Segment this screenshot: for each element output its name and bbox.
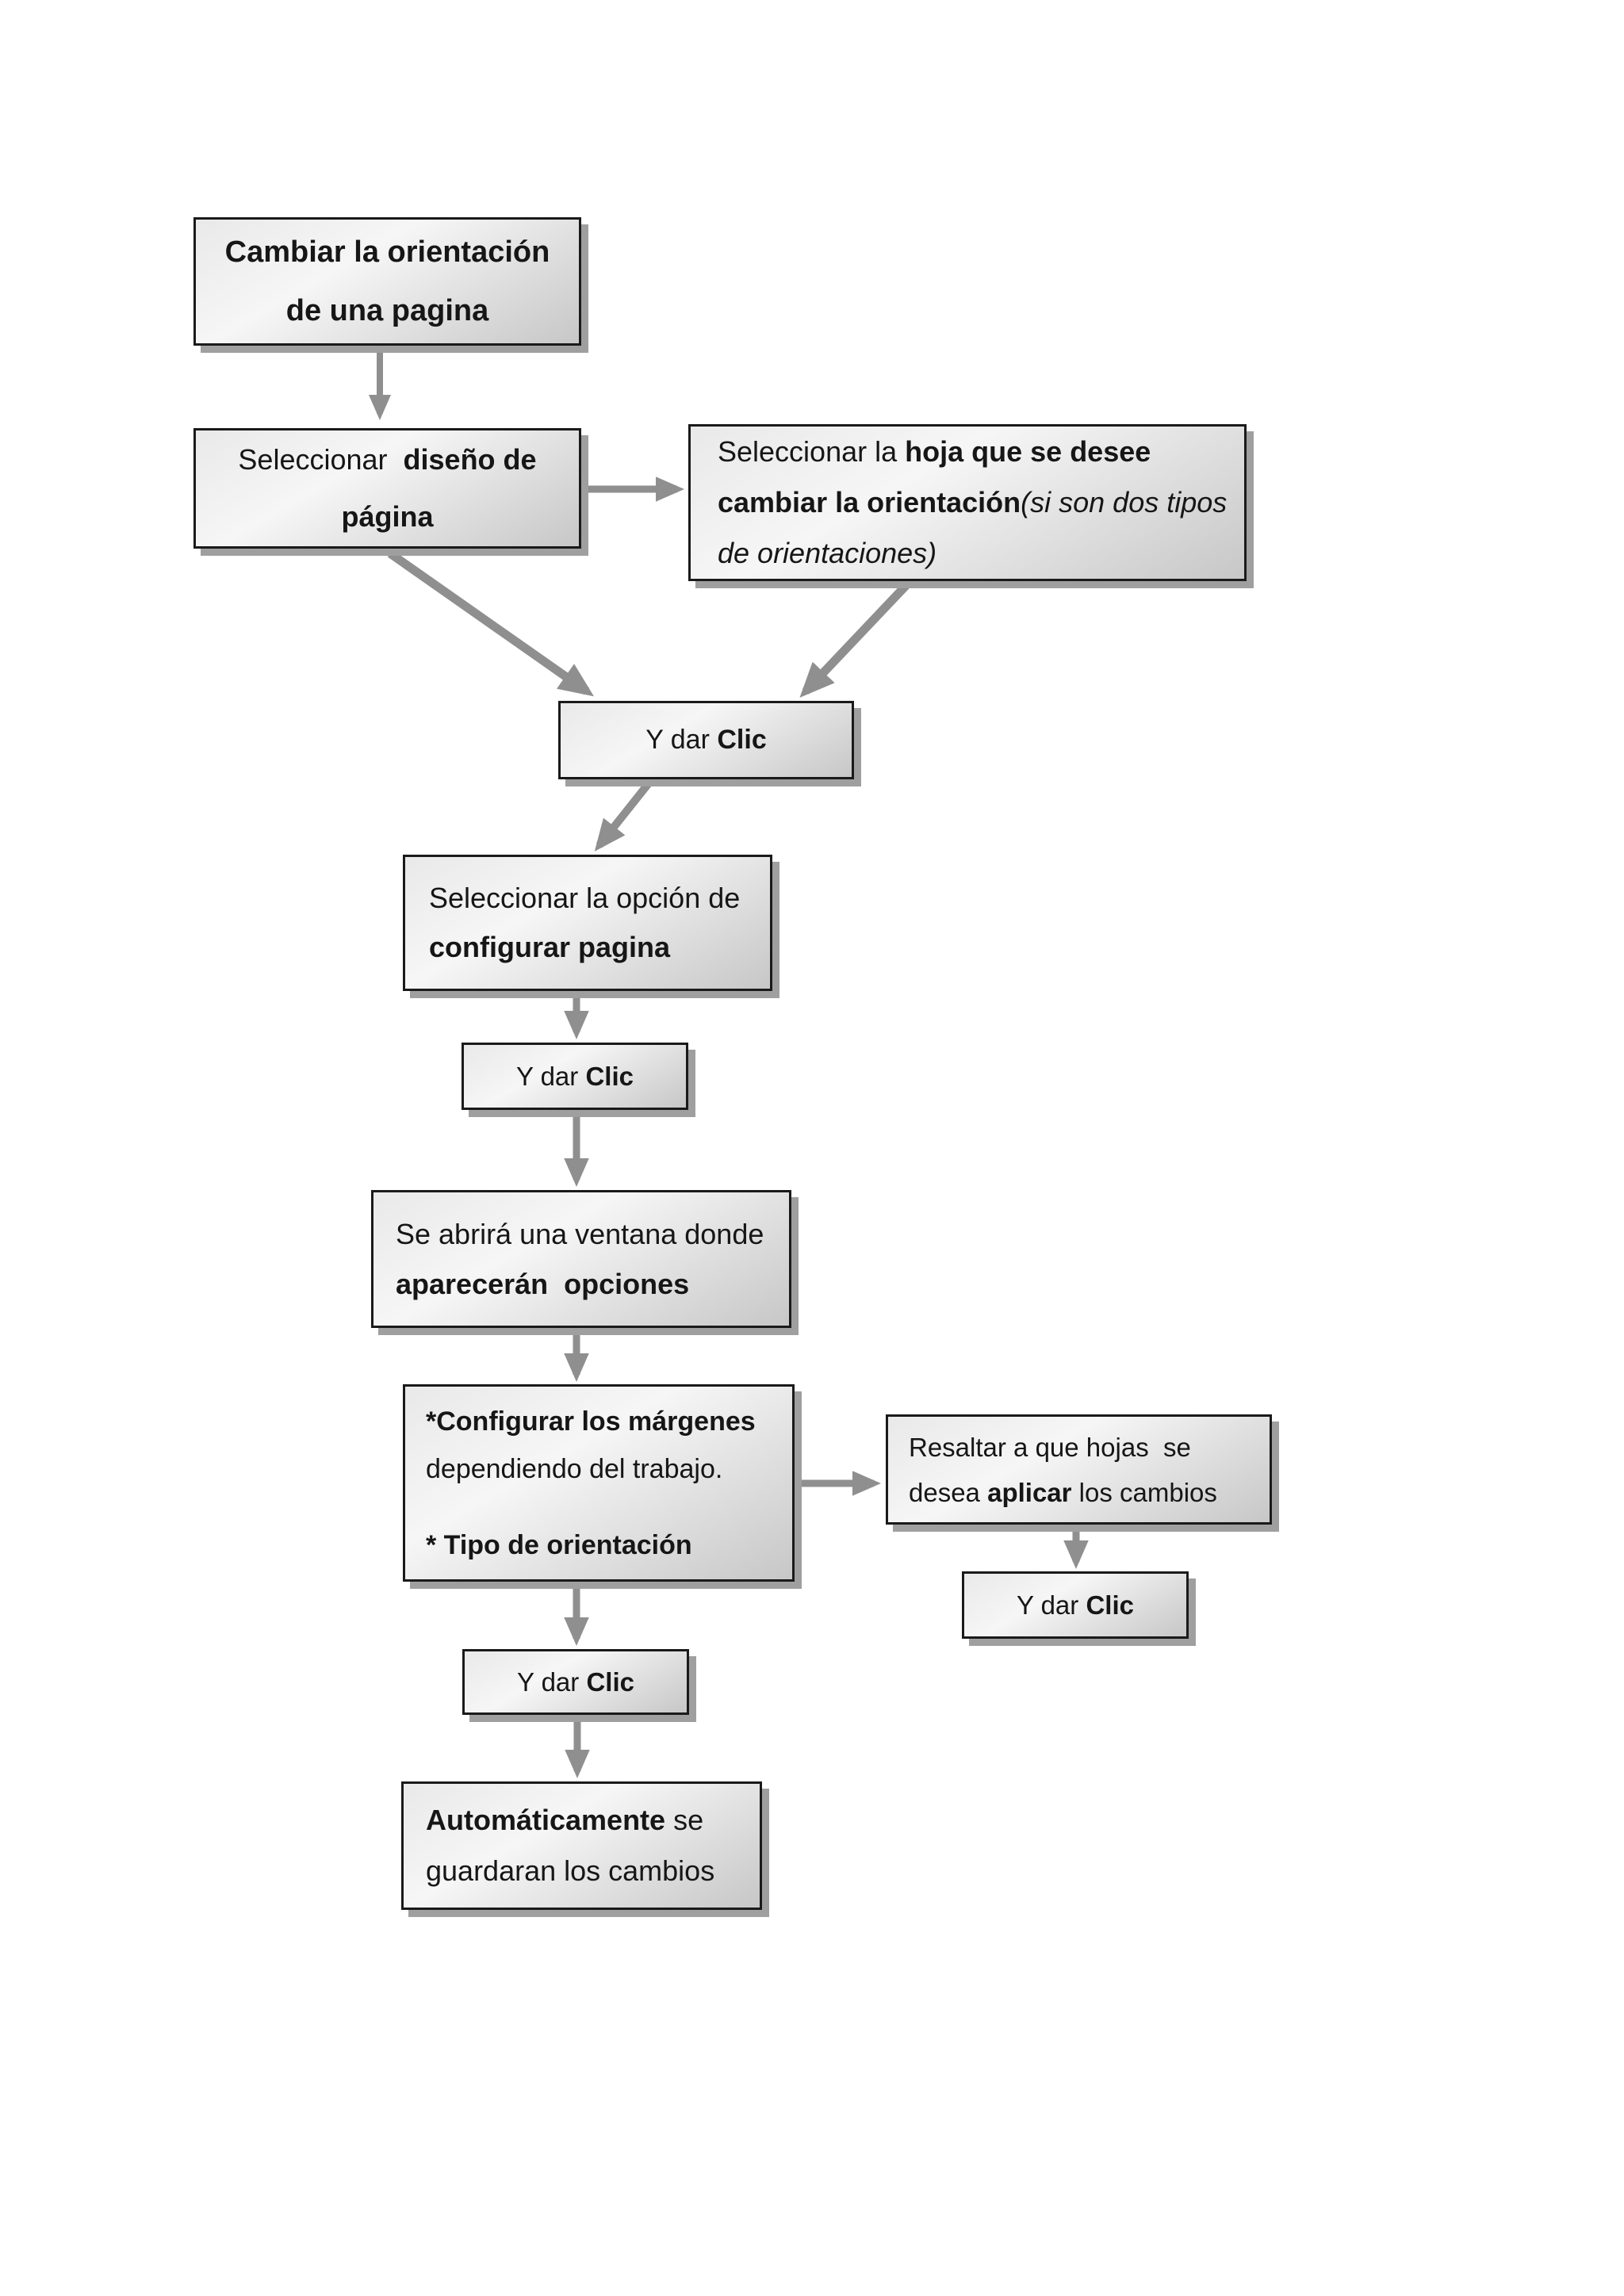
- node-resaltar-hojas: Resaltar a que hojas se desea aplicar lo…: [886, 1414, 1272, 1525]
- text-segment: Clic: [1086, 1590, 1134, 1620]
- node-line: * Tipo de orientación: [426, 1521, 778, 1569]
- arrow-select-sheet-to-click1: [799, 582, 910, 698]
- node-cambiar-orientacion: Cambiar la orientación de una pagina: [193, 217, 581, 346]
- node-line: Cambiar la orientación: [196, 223, 579, 281]
- node-automaticamente-guardar: Automáticamente se guardaran los cambios: [401, 1781, 762, 1910]
- text-segment: se: [665, 1804, 704, 1836]
- text-segment: * Tipo de orientación: [426, 1529, 692, 1560]
- node-line: Y dar Clic: [561, 715, 852, 765]
- node-line: de una pagina: [196, 281, 579, 340]
- text-segment: Y dar: [645, 725, 718, 755]
- node-y-dar-clic-3: Y dar Clic: [962, 1571, 1189, 1639]
- text-segment: Se abrirá una ventana donde: [396, 1218, 764, 1250]
- text-segment: hoja que se desee: [905, 435, 1151, 468]
- text-segment: *Configurar los márgenes: [426, 1406, 756, 1437]
- text-segment: cambiar la orientación: [718, 486, 1021, 519]
- node-line: página: [196, 488, 579, 545]
- text-segment: configurar pagina: [429, 931, 671, 963]
- node-line: Seleccionar la opción de: [429, 874, 754, 923]
- node-line: Seleccionar diseño de: [196, 431, 579, 488]
- text-segment: diseño de: [403, 443, 537, 476]
- text-segment: aplicar: [987, 1477, 1072, 1507]
- text-segment: Y dar: [516, 1062, 586, 1091]
- text-segment: (si son dos tipos: [1021, 486, 1228, 519]
- node-line: Y dar Clic: [464, 1051, 686, 1101]
- text-segment: Resaltar a que hojas se: [909, 1432, 1191, 1462]
- node-seleccionar-diseno: Seleccionar diseño de página: [193, 428, 581, 549]
- node-line: configurar pagina: [429, 923, 754, 972]
- text-segment: Y dar: [517, 1667, 587, 1697]
- text-segment: Cambiar la orientación: [224, 235, 550, 269]
- text-segment: Automáticamente: [426, 1804, 666, 1836]
- node-configurar-margenes: *Configurar los márgenes dependiendo del…: [403, 1384, 795, 1582]
- text-segment: de orientaciones): [718, 537, 937, 569]
- node-y-dar-clic-2: Y dar Clic: [462, 1043, 688, 1110]
- text-segment: Seleccionar la: [718, 435, 906, 468]
- text-segment: Seleccionar la opción de: [429, 882, 741, 914]
- node-line: cambiar la orientación(si son dos tipos: [718, 477, 1228, 528]
- text-segment: página: [341, 500, 434, 533]
- node-line: Resaltar a que hojas se: [909, 1425, 1257, 1470]
- node-seleccionar-opcion: Seleccionar la opción de configurar pagi…: [403, 855, 772, 991]
- node-y-dar-clic-1: Y dar Clic: [558, 701, 854, 779]
- text-segment: Y dar: [1017, 1590, 1086, 1620]
- text-segment: Seleccionar: [238, 443, 404, 476]
- text-segment: aparecerán opciones: [396, 1268, 690, 1300]
- node-line: *Configurar los márgenes: [426, 1398, 778, 1445]
- node-line: dependiendo del trabajo.: [426, 1445, 778, 1493]
- node-line: Seleccionar la hoja que se desee: [718, 427, 1228, 477]
- text-segment: los cambios: [1071, 1477, 1217, 1507]
- node-line: aparecerán opciones: [396, 1259, 775, 1309]
- arrow-click1-to-select-option: [594, 780, 652, 851]
- node-y-dar-clic-4: Y dar Clic: [462, 1649, 689, 1715]
- text-segment: guardaran los cambios: [426, 1854, 715, 1887]
- node-seleccionar-hoja: Seleccionar la hoja que se desee cambiar…: [688, 424, 1247, 581]
- node-line: desea aplicar los cambios: [909, 1470, 1257, 1515]
- arrow-select-design-to-click1: [387, 549, 595, 697]
- text-segment: dependiendo del trabajo.: [426, 1453, 723, 1484]
- text-segment: desea: [909, 1477, 988, 1507]
- text-segment: Clic: [586, 1667, 634, 1697]
- node-line: de orientaciones): [718, 528, 1228, 579]
- node-line: Y dar Clic: [964, 1580, 1186, 1630]
- text-segment: Clic: [717, 725, 767, 755]
- node-line: Y dar Clic: [465, 1657, 687, 1707]
- line-spacer: [426, 1493, 778, 1521]
- node-line: Se abrirá una ventana donde: [396, 1209, 775, 1259]
- node-line: guardaran los cambios: [426, 1846, 747, 1896]
- text-segment: Clic: [585, 1062, 634, 1091]
- text-segment: de una pagina: [285, 294, 489, 327]
- node-ventana-opciones: Se abrirá una ventana donde aparecerán o…: [371, 1190, 791, 1328]
- node-line: Automáticamente se: [426, 1795, 747, 1846]
